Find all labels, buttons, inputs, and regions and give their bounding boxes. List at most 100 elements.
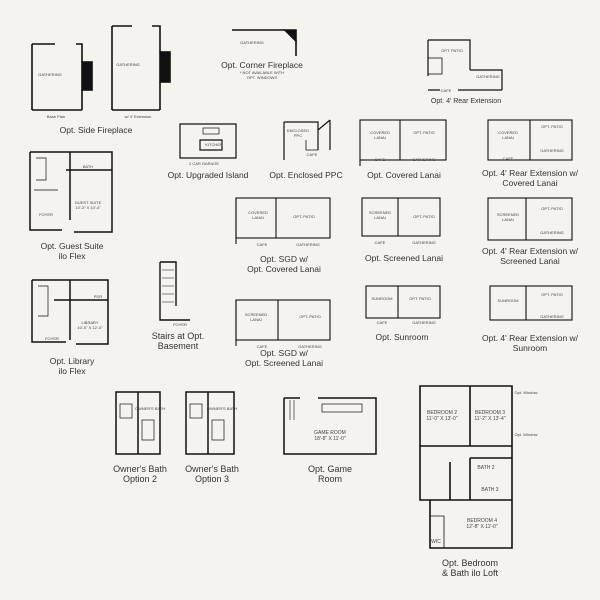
sunroom-label: SUNROOM (497, 298, 519, 303)
cafe-label: CAFE (306, 152, 318, 157)
gathering-label: GATHERING (412, 240, 436, 245)
gathering-label: GATHERING (296, 242, 320, 247)
corner-fireplace-plan (232, 29, 297, 56)
gathering-label: GATHERING (476, 74, 500, 79)
sgd-covered-lanai-plan (235, 197, 331, 244)
cafe-label: CAFE (376, 320, 388, 325)
rear-extension-covered-lanai-plan (487, 119, 573, 161)
enclosed-ppc-caption: Opt. Enclosed PPC (269, 170, 343, 180)
gathering-label: GATHERING (298, 344, 322, 349)
cafe-label: CAFE (502, 156, 514, 161)
foyer-label: FOYER (45, 336, 59, 341)
enclosed-ppc-plan (283, 119, 331, 160)
gathering-label: GATHERING (412, 157, 436, 162)
opt-patio-label: OPT. PATIO (409, 296, 431, 301)
pdr-label: PDR (93, 294, 103, 299)
wic-label: WIC (431, 539, 441, 545)
upgraded-island-caption: Opt. Upgraded Island (167, 170, 249, 180)
rear-extension-screened-lanai-caption: Opt. 4' Rear Extension w/Screened Lanai (481, 246, 579, 266)
gathering-label: GATHERING (116, 62, 140, 67)
gathering-label: GATHERING (540, 148, 564, 153)
gathering-label: GATHERING (412, 320, 436, 325)
rear-extension-sunroom-plan (489, 285, 573, 321)
cafe-label: CAFE (374, 240, 386, 245)
gathering-label: GATHERING (540, 314, 564, 319)
opt-patio-label: OPT. PATIO (413, 214, 435, 219)
opt-patio-label: OPT. PATIO (541, 206, 563, 211)
owners-bath-option-2-plan (115, 391, 161, 455)
covered-lanai-caption: Opt. Covered Lanai (367, 170, 441, 180)
extension-label: w/ 4' Extension (124, 114, 152, 119)
rear-extension-covered-lanai-caption: Opt. 4' Rear Extension w/Covered Lanai (481, 168, 579, 188)
screened-lanai-caption: Opt. Screened Lanai (365, 253, 443, 263)
gathering-label: GATHERING (540, 230, 564, 235)
cafe-label: CAFE (256, 242, 268, 247)
side-fireplace-caption: Opt. Side Fireplace (59, 125, 133, 135)
cafe-label: CAFE (256, 344, 268, 349)
sunroom-label: SUNROOM (371, 296, 393, 301)
guest-suite-plan (29, 151, 113, 233)
rear-extension-caption: Opt. 4' Rear Extension (430, 98, 502, 105)
cafe-label: CAFE (440, 88, 452, 93)
sgd-screened-lanai-plan (235, 299, 331, 346)
garage-label: 2 CAR GARAGE (188, 161, 220, 166)
game-room-plan (283, 397, 377, 455)
bath2-label: BATH 2 (477, 465, 495, 471)
kitchen-label: KITCHEN (205, 142, 223, 147)
bedroom-bath-loft-plan (419, 385, 513, 549)
stairs-basement-plan (159, 261, 190, 321)
opt-patio-label: OPT. PATIO (541, 124, 563, 129)
corner-fireplace-caption: Opt. Corner Fireplace (221, 60, 303, 70)
opt-patio-label: OPT. PATIO (441, 48, 463, 53)
opt-patio-label: OPT. PATIO (541, 292, 563, 297)
sgd-screened-lanai-caption: Opt. SGD w/Opt. Screened Lanai (245, 348, 323, 368)
gathering-label: GATHERING (38, 72, 62, 77)
bedroom-bath-loft-caption: Opt. Bedroom& Bath ilo Loft (441, 558, 499, 578)
opt-patio-label: OPT. PATIO (413, 130, 435, 135)
gathering-label: GATHERING (240, 40, 264, 45)
sgd-covered-lanai-caption: Opt. SGD w/Opt. Covered Lanai (247, 254, 321, 274)
library-plan (31, 279, 109, 345)
cafe-label: CAFE (374, 157, 386, 162)
bath-label: BATH (82, 164, 94, 169)
owners-bath-label: OWNER'S BATH (134, 406, 166, 411)
covered-lanai-plan (359, 119, 447, 166)
opt-patio-label: OPT. PATIO (293, 214, 315, 219)
owners-bath-option-3-plan (185, 391, 235, 455)
stairs-basement-caption: Stairs at Opt.Basement (151, 331, 205, 351)
rear-extension-sunroom-caption: Opt. 4' Rear Extension w/Sunroom (481, 333, 579, 353)
upgraded-island-plan (179, 123, 237, 159)
sunroom-caption: Opt. Sunroom (375, 332, 429, 342)
base-plan-label: Base Plan (46, 114, 66, 119)
foyer-label: FOYER (39, 212, 53, 217)
side-fireplace-base-plan (31, 43, 93, 111)
sunroom-plan (365, 285, 441, 319)
screened-lanai-plan (361, 197, 441, 237)
opt-window-label: Opt. Window (514, 432, 538, 437)
opt-window-label: Opt. Window (514, 390, 538, 395)
opt-patio-label: OPT. PATIO (299, 314, 321, 319)
side-fireplace-extension-plan (111, 25, 171, 111)
foyer-label: FOYER (173, 322, 187, 327)
